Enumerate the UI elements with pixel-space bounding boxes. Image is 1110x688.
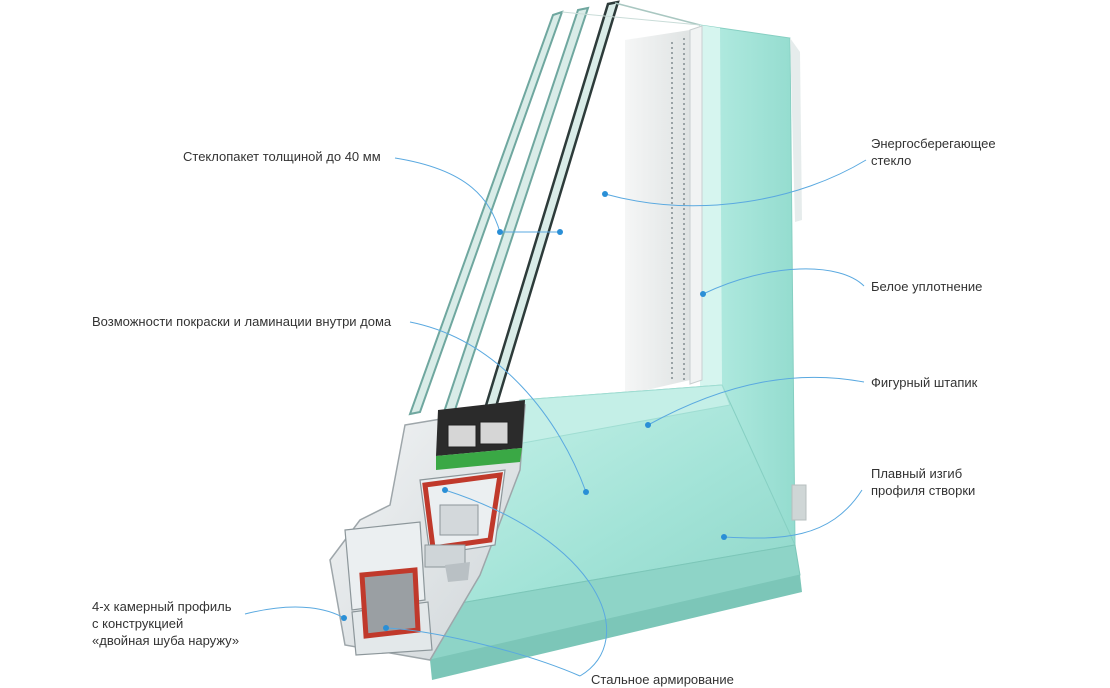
callout-dots: [341, 191, 727, 631]
label-chamber-profile-line-1: 4-х камерный профиль: [92, 599, 232, 614]
callout-lines: [244, 157, 867, 677]
label-energy-glass-line-1: Энергосберегающее: [871, 136, 996, 151]
label-sash-bend-line-2: профиля створки: [871, 483, 976, 498]
label-bead: Фигурный штапик: [871, 375, 978, 390]
label-energy-glass: Энергосберегающее стекло: [871, 135, 996, 169]
label-steel-reinforcement: Стальное армирование: [591, 672, 734, 687]
label-glass-unit: Стеклопакет толщиной до 40 мм: [183, 149, 381, 164]
label-sash-bend: Плавный изгиб профиля створки: [871, 465, 975, 499]
label-white-seal: Белое уплотнение: [871, 279, 983, 294]
label-chamber-profile: 4-х камерный профиль с конструкцией «дво…: [92, 598, 239, 649]
label-painting-lamination: Возможности покраски и ламинации внутри …: [92, 314, 392, 329]
label-chamber-profile-line-2: с конструкцией: [92, 616, 184, 631]
label-energy-glass-line-2: стекло: [871, 153, 912, 168]
profile-cross-section: [329, 400, 526, 661]
window-frame-bottom: [419, 384, 802, 680]
label-chamber-profile-line-3: «двойная шуба наружу»: [92, 633, 240, 648]
window-opening: [625, 25, 703, 395]
label-sash-bend-line-1: Плавный изгиб: [871, 466, 963, 481]
